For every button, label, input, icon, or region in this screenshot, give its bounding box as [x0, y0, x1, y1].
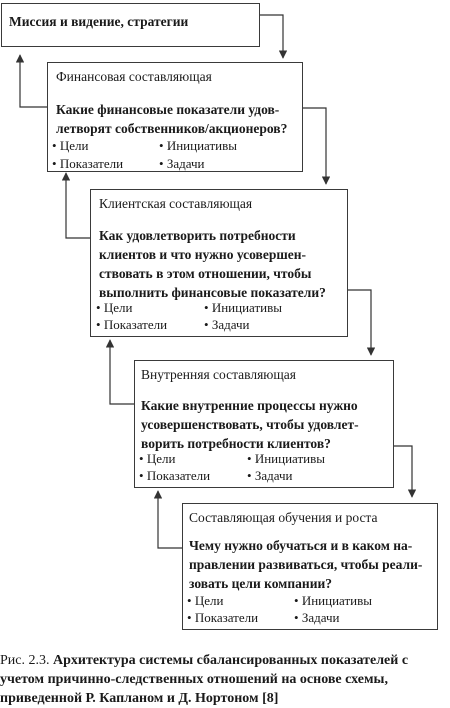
figure-caption: Рис. 2.3. Архитектура системы сбалансиро… — [0, 651, 450, 708]
internal-item-goals: Цели — [139, 451, 176, 467]
customer-question: Как удовлетворить потребности клиентов и… — [99, 228, 326, 300]
financial-item-tasks: Задачи — [159, 156, 205, 172]
financial-item-initiatives: Инициативы — [159, 138, 237, 154]
learning-item-tasks: Задачи — [294, 610, 340, 626]
financial-question: Какие финансовые показатели удов- летвор… — [56, 102, 288, 136]
caption-text: Архитектура системы сбалансированных пок… — [0, 653, 409, 706]
financial-item-indicators: Показатели — [52, 156, 123, 172]
customer-item-initiatives: Инициативы — [204, 300, 282, 316]
customer-item-goals: Цели — [96, 300, 133, 316]
internal-question: Какие внутренние процессы нужно усоверше… — [141, 398, 359, 451]
internal-item-tasks: Задачи — [247, 468, 293, 484]
arrow-customer-to-internal — [348, 289, 376, 356]
learning-item-initiatives: Инициативы — [294, 593, 372, 609]
arrow-learning-to-internal — [153, 490, 182, 549]
arrow-internal-to-learning — [394, 445, 417, 498]
financial-title: Финансовая составляющая — [56, 69, 212, 84]
customer-title: Клиентская составляющая — [99, 196, 253, 211]
internal-block: Внутренняя составляющая Какие внутренние… — [134, 360, 394, 488]
learning-item-goals: Цели — [187, 593, 224, 609]
arrow-customer-to-financial — [61, 172, 90, 239]
internal-item-indicators: Показатели — [139, 468, 210, 484]
financial-block: Финансовая составляющая Какие финансовые… — [47, 62, 303, 172]
arrow-financial-to-customer — [303, 107, 331, 185]
arrow-internal-to-customer — [105, 339, 134, 405]
arrow-mission-to-financial — [260, 14, 288, 59]
internal-title: Внутренняя составляющая — [141, 367, 296, 382]
customer-item-indicators: Показатели — [96, 317, 167, 333]
arrow-financial-to-mission — [15, 54, 47, 108]
learning-question: Чему нужно обучаться и в каком на- правл… — [189, 538, 423, 591]
learning-title: Составляющая обучения и роста — [189, 510, 378, 525]
customer-block: Клиентская составляющая Как удовлетворит… — [90, 189, 348, 337]
financial-item-goals: Цели — [52, 138, 89, 154]
internal-item-initiatives: Инициативы — [247, 451, 325, 467]
mission-box: Миссия и видение, стратегии — [1, 3, 260, 47]
learning-block: Составляющая обучения и роста Чему нужно… — [182, 503, 438, 630]
learning-item-indicators: Показатели — [187, 610, 258, 626]
caption-prefix: Рис. 2.3. — [0, 653, 53, 668]
customer-item-tasks: Задачи — [204, 317, 250, 333]
mission-title: Миссия и видение, стратегии — [9, 14, 189, 29]
